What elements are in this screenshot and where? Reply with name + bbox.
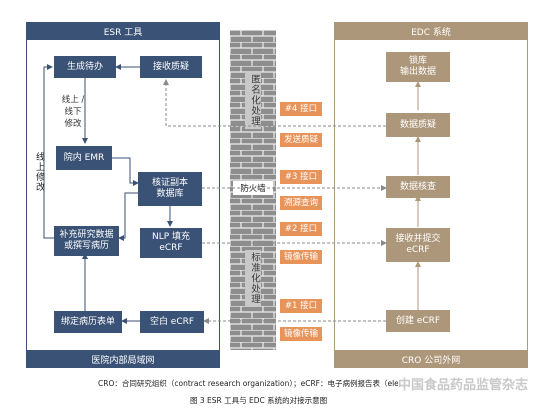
interface-3-action: 溯源查询 (280, 196, 322, 210)
bind-record-form-box: 绑定病历表单 (54, 311, 122, 333)
receive-query-box: 接收质疑 (140, 56, 202, 78)
create-ecrf-box: 创建 eCRF (386, 310, 450, 332)
figure-caption: 图 3 ESR 工具与 EDC 系统的对接示意图 (190, 396, 328, 405)
interface-2-action: 镜像传输 (280, 250, 322, 264)
blank-ecrf-box: 空白 eCRF (140, 311, 204, 333)
lock-export-box: 锁库 输出数据 (386, 52, 450, 82)
supplement-data-box: 补充研究数据 或撰写病历 (54, 226, 119, 256)
anonymize-label: 匿名化处理 (245, 72, 261, 129)
standardize-label: 标准化处理 (245, 250, 261, 307)
edc-panel-title: EDC 系统 (334, 22, 528, 40)
data-query-box: 数据质疑 (386, 113, 450, 137)
source-copy-database-box: 核证副本 数据库 (138, 172, 202, 206)
journal-watermark: 中国食品药品监管杂志 (398, 378, 529, 393)
hospital-emr-box: 院内 EMR (56, 146, 112, 170)
interface-4-action: 发送质疑 (280, 133, 322, 147)
receive-submit-ecrf-box: 接收并提交 eCRF (386, 228, 450, 262)
interface-3-label: #3 接口 (280, 170, 322, 184)
interface-1-action: 镜像传输 (280, 327, 322, 341)
abbreviation-footnote: CRO：合同研究组织（contract research organizatio… (98, 379, 398, 388)
online-modify-note: 线上修改 (34, 152, 44, 192)
edc-panel-footer: CRO 公司外网 (334, 350, 528, 368)
data-verify-box: 数据核查 (386, 176, 450, 198)
interface-1-label: #1 接口 (280, 299, 322, 313)
interface-4-label: #4 接口 (280, 102, 322, 116)
nlp-fill-ecrf-box: NLP 填充 eCRF (140, 228, 202, 258)
esr-panel-title: ESR 工具 (26, 22, 220, 40)
interface-2-label: #2 接口 (280, 222, 322, 236)
esr-panel-footer: 医院内部局域网 (26, 350, 220, 368)
generate-todo-box: 生成待办 (54, 56, 116, 78)
online-offline-modify-note: 线上 / 线下 修改 (61, 95, 85, 129)
